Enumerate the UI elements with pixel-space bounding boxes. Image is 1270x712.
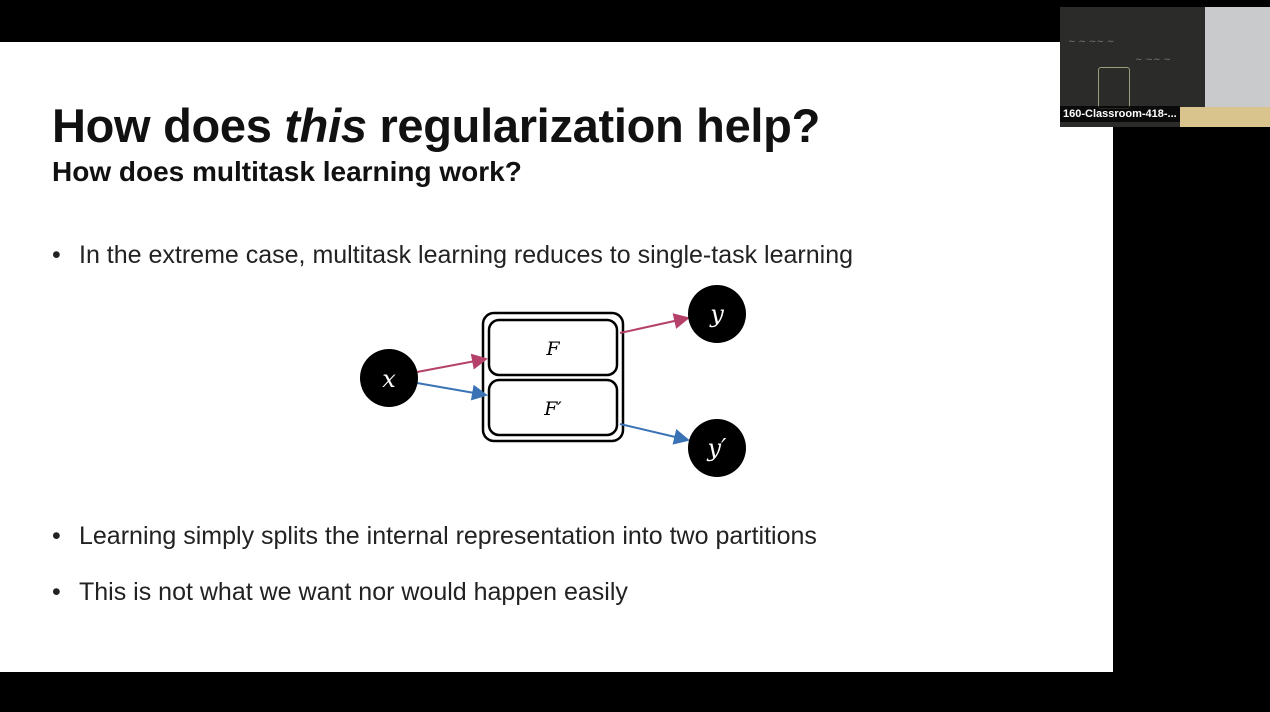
bullet-item: • This is not what we want nor would happ… [52, 578, 628, 607]
multitask-diagram: F F′ x y y′ [360, 285, 746, 477]
chalk-scribble: ~ ~~ ~ [1135, 55, 1171, 65]
desk [1180, 107, 1270, 127]
bullet-text: This is not what we want nor would happe… [79, 578, 628, 606]
partition-f-box [487, 318, 619, 377]
output-node-y-prime [688, 419, 746, 477]
title-emphasis: this [284, 99, 367, 152]
input-node-x [360, 349, 418, 407]
output-node-y [688, 285, 746, 343]
partition-f-prime-box [487, 378, 619, 437]
bullet-text: In the extreme case, multitask learning … [79, 241, 853, 269]
output-node-y-label: y [709, 300, 724, 328]
partition-f-label: F [545, 338, 560, 360]
participant-name-label: 160-Classroom-418-... [1060, 106, 1180, 122]
bullet-dot: • [52, 522, 61, 550]
bullet-dot: • [52, 578, 61, 606]
partition-f-prime-label: F′ [543, 398, 562, 420]
chalk-scribble: ~ ~ ~~ ~ [1068, 37, 1115, 47]
output-node-y-prime-label: y′ [706, 434, 727, 462]
bullet-text: Learning simply splits the internal repr… [79, 522, 817, 550]
title-text-end: regularization help? [366, 99, 820, 152]
arrow-f-prime-to-y-prime [619, 423, 690, 445]
slide-subtitle: How does multitask learning work? [52, 156, 522, 187]
bullet-dot: • [52, 241, 61, 269]
bullet-item: • Learning simply splits the internal rep… [52, 522, 817, 551]
input-node-label: x [382, 365, 396, 393]
arrow-x-to-f-prime [416, 382, 488, 401]
participant-video-thumbnail[interactable]: ~ ~ ~~ ~ ~ ~~ ~ 160-Classroom-418-... [1060, 7, 1270, 127]
arrow-f-to-y [619, 313, 690, 334]
chalk-drawing [1098, 67, 1130, 109]
slide-title: How does this regularization help? [52, 98, 820, 153]
title-text: How does [52, 99, 285, 152]
presentation-slide: How does this regularization help? How d… [0, 42, 1113, 672]
bullet-item: • In the extreme case, multitask learning… [52, 241, 853, 270]
arrow-x-to-f [416, 353, 488, 373]
